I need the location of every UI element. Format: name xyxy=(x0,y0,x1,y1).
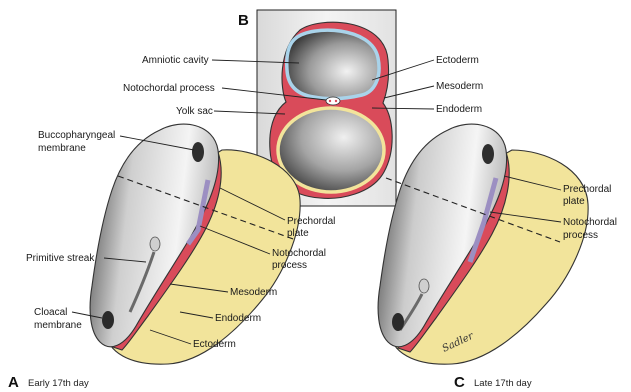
label-notochordal-a-1: Notochordal xyxy=(272,248,326,259)
label-amniotic-cavity: Amniotic cavity xyxy=(142,55,209,66)
label-buccopharyngeal-1: Buccopharyngeal xyxy=(38,130,115,141)
label-prechordal-a-2: plate xyxy=(287,228,309,239)
panel-a-letter: A xyxy=(8,374,19,391)
label-endoderm-b: Endoderm xyxy=(436,104,482,115)
panel-a-caption: Early 17th day xyxy=(28,378,89,389)
label-cloacal-2: membrane xyxy=(34,320,82,331)
label-prechordal-a-1: Prechordal xyxy=(287,216,335,227)
label-primitive-streak: Primitive streak xyxy=(26,253,95,264)
label-notochordal-process-b: Notochordal process xyxy=(123,83,215,94)
label-ectoderm-b: Ectoderm xyxy=(436,55,479,66)
label-ectoderm-a: Ectoderm xyxy=(193,339,236,350)
panel-b-letter: B xyxy=(238,12,249,29)
label-prechordal-c-2: plate xyxy=(563,196,585,207)
label-buccopharyngeal-2: membrane xyxy=(38,143,86,154)
label-endoderm-a: Endoderm xyxy=(215,313,261,324)
label-cloacal-1: Cloacal xyxy=(34,307,67,318)
panel-c: Prechordal plate Notochordal process Sad… xyxy=(378,124,617,391)
label-mesoderm-b: Mesoderm xyxy=(436,81,483,92)
panel-c-letter: C xyxy=(454,374,465,391)
label-notochordal-c-1: Notochordal xyxy=(563,217,617,228)
label-notochordal-c-2: process xyxy=(563,230,598,241)
label-prechordal-c-1: Prechordal xyxy=(563,184,611,195)
cloacal-membrane-a xyxy=(102,311,114,329)
amniotic-cavity xyxy=(287,30,379,99)
label-mesoderm-a: Mesoderm xyxy=(230,287,277,298)
buccopharyngeal-membrane-a xyxy=(192,142,204,162)
panel-c-caption: Late 17th day xyxy=(474,378,532,389)
notochordal-process-b xyxy=(326,97,340,105)
cloacal-membrane-c xyxy=(392,313,404,331)
primitive-node-a xyxy=(150,237,160,251)
label-yolk-sac: Yolk sac xyxy=(176,106,213,117)
primitive-node-c xyxy=(419,279,429,293)
buccopharyngeal-membrane-c xyxy=(482,144,494,164)
label-notochordal-a-2: process xyxy=(272,260,307,271)
yolk-sac xyxy=(278,108,384,192)
